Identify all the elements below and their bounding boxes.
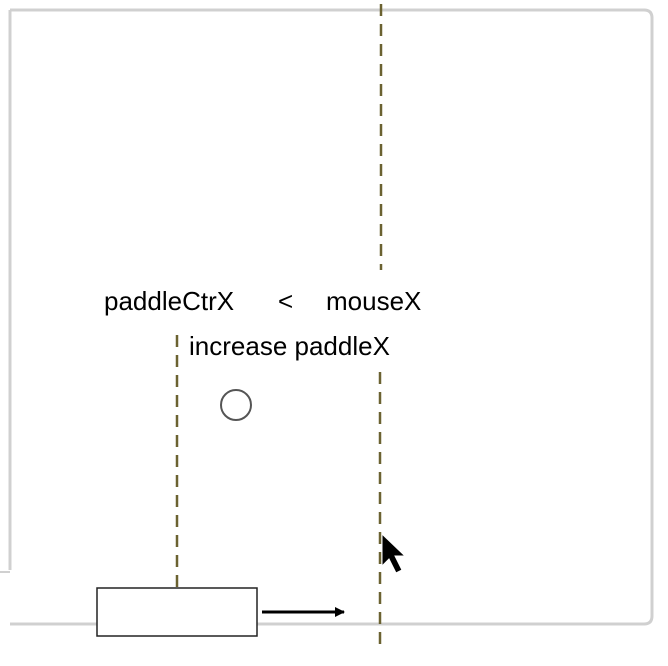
ball xyxy=(220,389,252,421)
paddle xyxy=(96,587,258,637)
left-operand-label: paddleCtrX xyxy=(104,286,235,316)
action-label: increase paddleX xyxy=(189,331,390,361)
right-operand-label: mouseX xyxy=(326,286,422,316)
panel-frame xyxy=(10,8,654,626)
comparison-operator-label: < xyxy=(278,286,294,316)
mouse-cursor-icon xyxy=(381,532,407,574)
